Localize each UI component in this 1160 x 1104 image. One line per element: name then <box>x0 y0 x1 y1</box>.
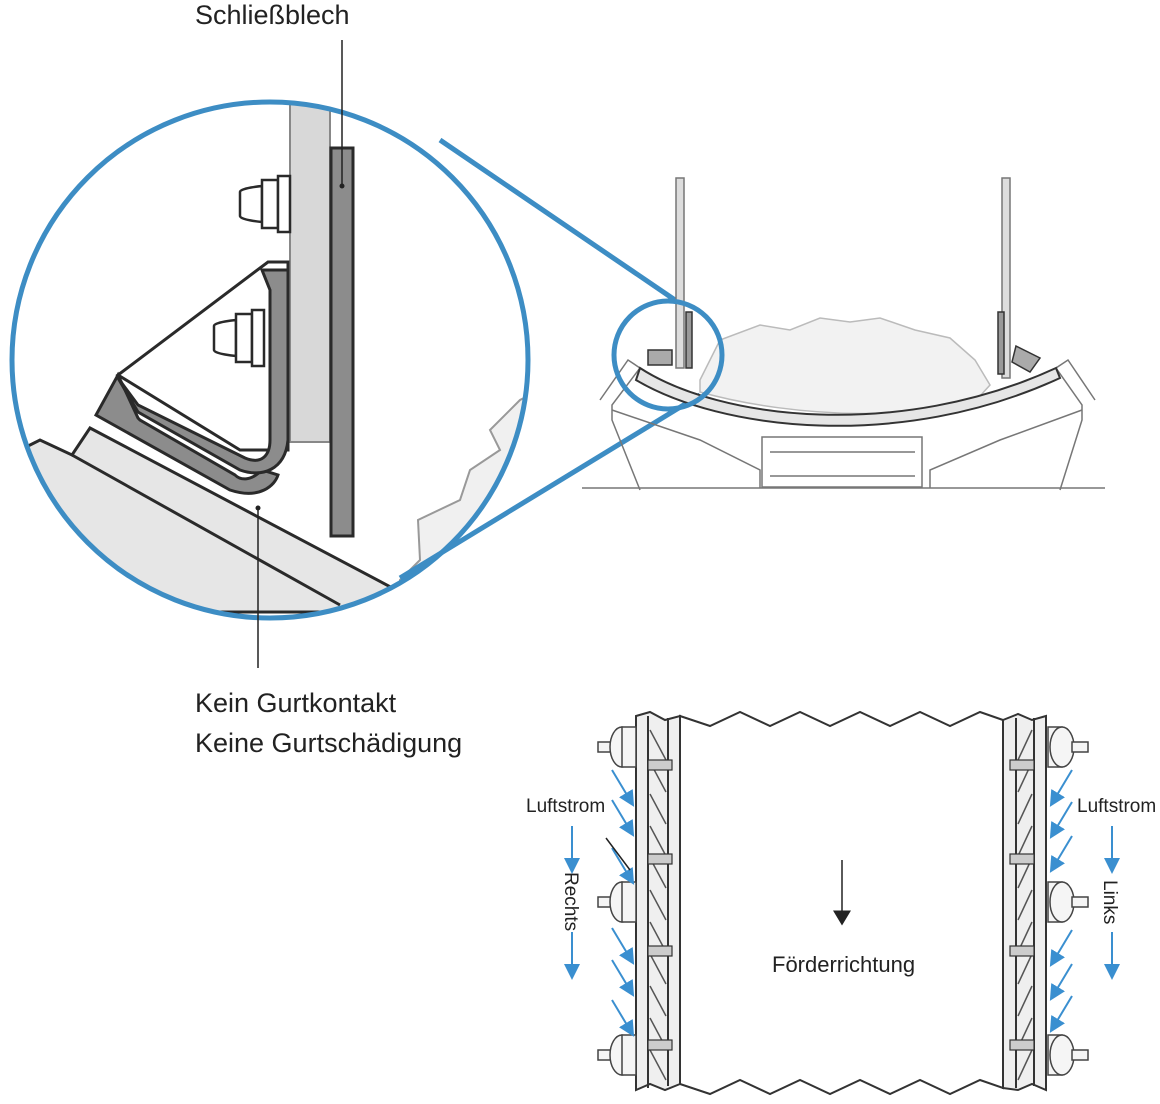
idler-roller-icon <box>597 881 637 923</box>
label-airflow-right: Luftstrom <box>1077 796 1156 817</box>
detail-marker-circle <box>611 298 725 412</box>
airflow-arrows-right <box>1049 769 1073 1033</box>
bulk-material-outline <box>399 378 528 618</box>
magnified-detail <box>9 99 702 621</box>
zoom-line-top <box>438 137 677 303</box>
wall-plate <box>289 102 331 443</box>
right-skirt-strip <box>1002 712 1047 1092</box>
magnifier-circle <box>9 99 531 621</box>
left-skirt-strip <box>635 710 681 1092</box>
airflow-arrows-left <box>611 769 635 1037</box>
label-no-contact: Kein Gurtkontakt <box>195 688 397 718</box>
bulk-material <box>699 317 991 415</box>
conveyor-cross-section <box>582 177 1105 491</box>
label-right: Rechts <box>560 872 581 931</box>
label-conveying-direction: Förderrichtung <box>772 952 915 977</box>
label-skirt-plate: Schließblech <box>195 0 350 30</box>
skirt-plate <box>329 146 355 538</box>
label-airflow-left: Luftstrom <box>526 796 605 817</box>
label-left: Links <box>1099 880 1120 924</box>
troughed-belt <box>634 366 1062 427</box>
conveyor-top-view <box>564 710 1120 1096</box>
hex-nut-icon <box>212 308 266 368</box>
idler-roller-icon <box>1047 881 1089 923</box>
zoom-line-bottom <box>398 392 702 581</box>
idler-roller-icon <box>597 726 637 768</box>
label-no-damage: Keine Gurtschädigung <box>195 728 462 758</box>
idler-roller-icon <box>1047 1034 1089 1076</box>
hex-nut-icon <box>238 174 292 234</box>
idler-roller-icon <box>597 1034 637 1076</box>
idler-roller-icon <box>1047 726 1089 768</box>
